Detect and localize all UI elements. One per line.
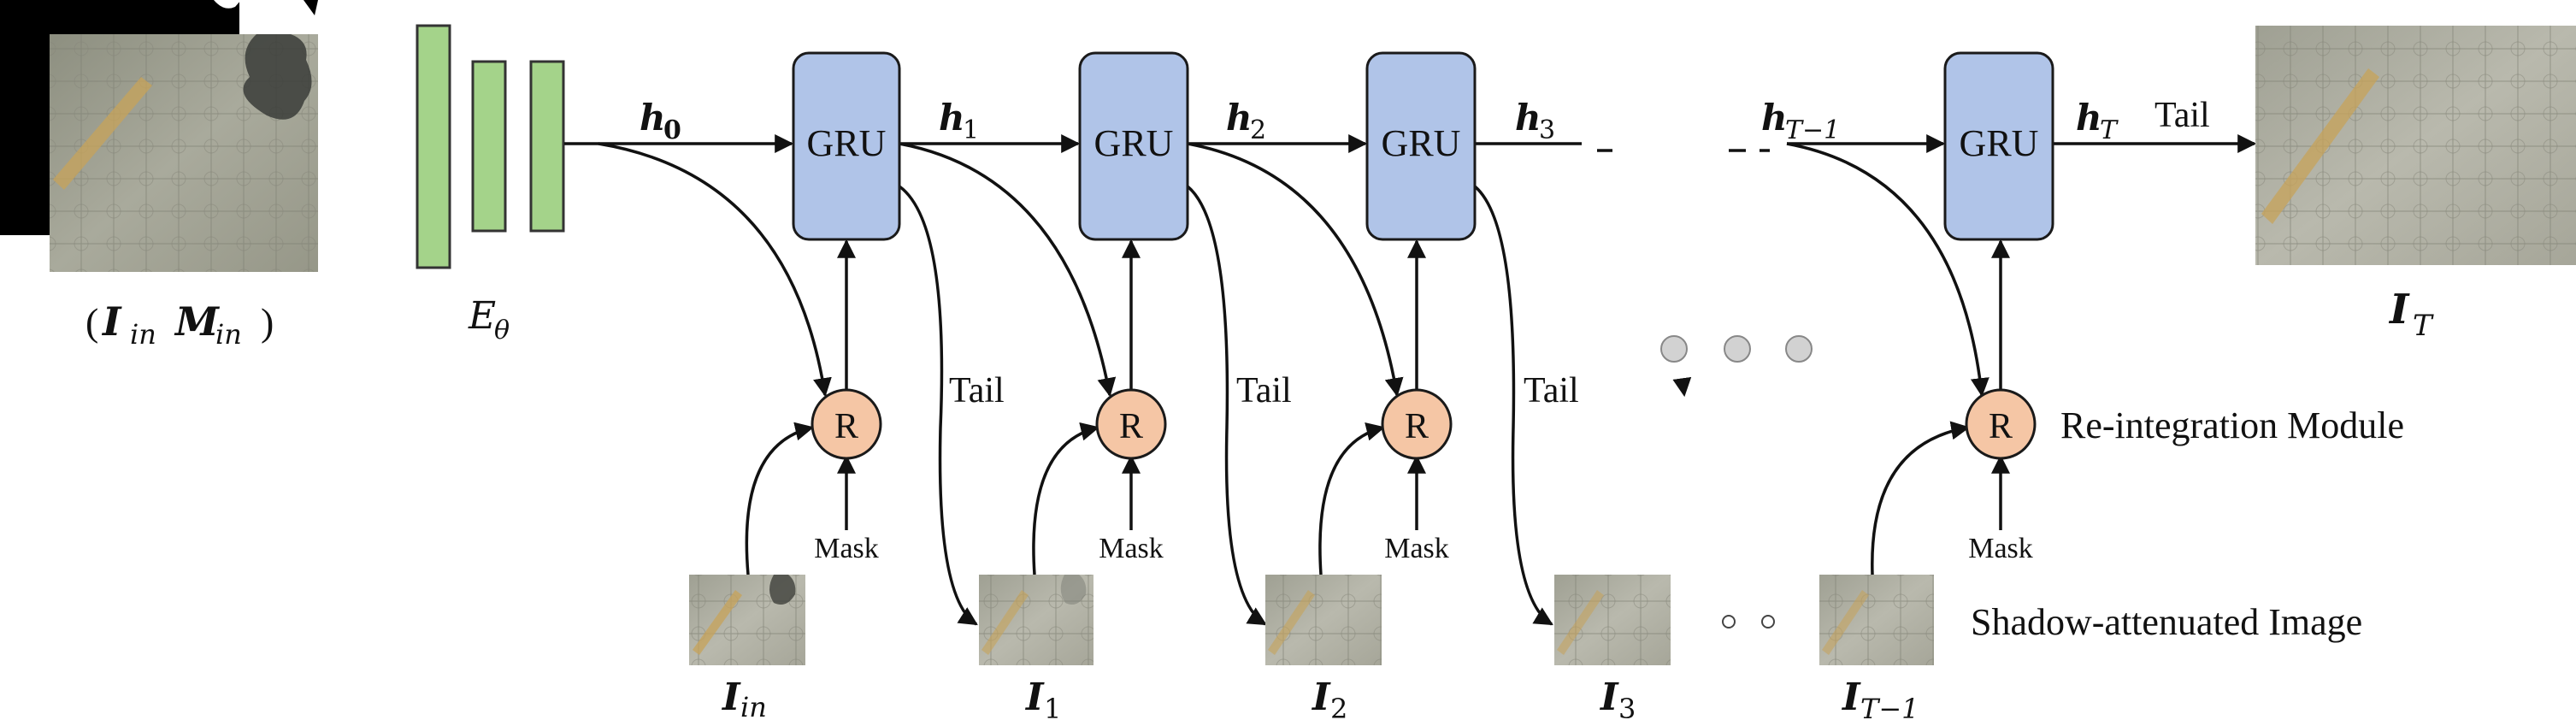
- mask-label-3: Mask: [1384, 533, 1449, 564]
- mask-label-T: Mask: [1968, 533, 2033, 564]
- r-label-T: R: [1989, 407, 2013, 446]
- h2-label: h: [1226, 97, 1253, 139]
- r-label-3: R: [1405, 407, 1429, 446]
- reintegration-node-3: R: [1381, 388, 1453, 460]
- output-image: [2255, 26, 2576, 265]
- reintegration-node-2: R: [1095, 388, 1167, 460]
- gru-label-2: GRU: [1094, 122, 1174, 164]
- IT-1-sub: T−1: [1860, 693, 1919, 720]
- tail-label-3: Tail: [1524, 371, 1579, 410]
- hT-1-label: h: [1761, 97, 1788, 139]
- encoder-label-sub: θ: [494, 316, 510, 345]
- input-label-open-paren: (: [85, 300, 98, 344]
- stage-image-in: [689, 575, 805, 665]
- stage-image-2: [1265, 575, 1382, 665]
- stage-image-3: [1554, 575, 1671, 665]
- h1-label: h: [939, 97, 965, 139]
- encoder-label-E: E: [468, 294, 496, 338]
- ellipsis-dots-small: [1722, 615, 1775, 629]
- h0-label: h: [640, 97, 666, 139]
- reintegration-module-label: Re-integration Module: [2060, 404, 2404, 446]
- h1-sub: 1: [963, 115, 979, 145]
- encoder-block: [416, 24, 565, 269]
- gru-label-3: GRU: [1382, 122, 1461, 164]
- stage-image-labels: I in I 1 I 2 I 3 I T−1: [721, 676, 1919, 720]
- input-shadow-image: [50, 34, 318, 272]
- h2-sub: 2: [1250, 115, 1266, 145]
- gru-label-T: GRU: [1960, 122, 2039, 164]
- gru-block-T: GRU: [1943, 51, 2054, 241]
- tail-label-2: Tail: [1236, 371, 1292, 410]
- shadow-attenuated-label: Shadow-attenuated Image: [1971, 601, 2362, 643]
- tail-label-1: Tail: [949, 371, 1005, 410]
- gru-block-3: GRU: [1365, 51, 1477, 241]
- output-label-sub: T: [2413, 309, 2434, 343]
- ellipsis-dots-large: [1660, 335, 1813, 363]
- input-label-close-paren: ): [261, 300, 274, 344]
- hT-sub: T: [2100, 115, 2119, 145]
- connections: [564, 134, 2257, 626]
- reintegration-node-T: R: [1965, 388, 2037, 460]
- mask-label-1: Mask: [814, 533, 879, 564]
- r-label-2: R: [1119, 407, 1143, 446]
- hT-1-sub: T−1: [1785, 115, 1840, 145]
- gru-block-1: GRU: [792, 51, 901, 241]
- I-in-sub: in: [740, 691, 767, 720]
- I2-label: I: [1311, 676, 1331, 719]
- stage-image-T-1: [1819, 575, 1934, 665]
- input-label-M: M: [174, 298, 221, 345]
- IT-1-label: I: [1841, 676, 1861, 719]
- input-pair: [0, 0, 318, 272]
- I1-sub: 1: [1044, 693, 1061, 720]
- hT-label: h: [2076, 97, 2102, 139]
- h0-sub: 0: [663, 115, 681, 145]
- input-label-I: I: [101, 298, 122, 345]
- mask-label-2: Mask: [1099, 533, 1164, 564]
- gru-block-2: GRU: [1078, 51, 1189, 241]
- hidden-state-labels: h 0 h 1 h 2 h 3 h T−1 h T: [640, 97, 2119, 145]
- I3-label: I: [1599, 676, 1619, 719]
- I-in-label: I: [721, 676, 741, 719]
- reintegration-node-1: R: [811, 388, 882, 460]
- r-label-1: R: [834, 407, 858, 446]
- I3-sub: 3: [1618, 693, 1636, 720]
- h3-label: h: [1515, 97, 1541, 139]
- input-label-I-sub: in: [130, 318, 156, 351]
- stage-image-1: [979, 575, 1093, 665]
- tail-label-final: Tail: [2155, 96, 2210, 135]
- I1-label: I: [1024, 676, 1045, 719]
- h3-sub: 3: [1539, 115, 1555, 145]
- output-label-I: I: [2388, 286, 2410, 333]
- gru-label-1: GRU: [807, 122, 887, 164]
- I2-sub: 2: [1330, 693, 1347, 720]
- input-label-M-sub: in: [215, 318, 242, 351]
